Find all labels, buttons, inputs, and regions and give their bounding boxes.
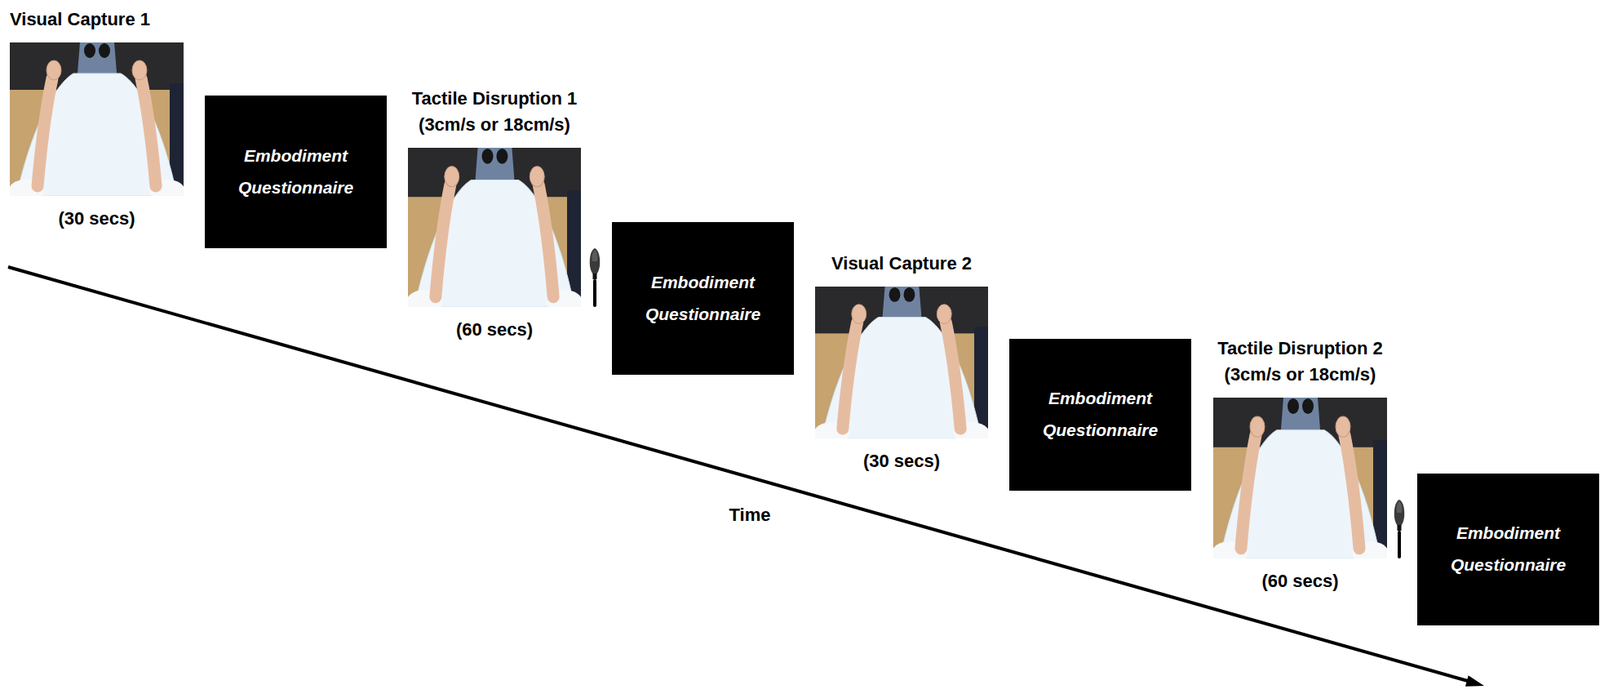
duration-label: (30 secs) <box>863 450 940 472</box>
participant-photo <box>406 147 583 314</box>
questionnaire-label: Embodiment Questionnaire <box>1417 517 1600 581</box>
stage-panel: Visual Capture 2(30 secs) <box>815 286 989 439</box>
axis-label: Time <box>729 504 772 526</box>
participant-photo <box>813 286 990 445</box>
stage-panel: Tactile Disruption 1(3cm/s or 18cm/s)(60… <box>407 147 581 307</box>
duration-label: (30 secs) <box>57 208 135 230</box>
participant-photo <box>1211 397 1389 565</box>
participant-photo <box>8 42 186 203</box>
questionnaire-box: Embodiment Questionnaire <box>204 95 387 249</box>
speed-label: (3cm/s or 18cm/s) <box>1217 361 1383 388</box>
questionnaire-box: Embodiment Questionnaire <box>1417 473 1600 625</box>
stage-panel: Visual Capture 1(30 secs) <box>9 42 184 196</box>
questionnaire-label: Embodiment Questionnaire <box>1009 382 1192 447</box>
stage-title: Visual Capture 2 <box>831 250 972 277</box>
stage-heading: Visual Capture 1 <box>9 6 151 33</box>
questionnaire-box: Embodiment Questionnaire <box>611 221 794 375</box>
questionnaire-label: Embodiment Questionnaire <box>611 266 794 331</box>
stage-title: Tactile Disruption 2 <box>1217 335 1383 362</box>
duration-label: (60 secs) <box>456 319 533 341</box>
brush-icon <box>589 248 601 307</box>
time-arrowhead <box>1465 674 1485 686</box>
stage-title: Visual Capture 1 <box>9 6 151 33</box>
stage-title: Tactile Disruption 1 <box>412 85 578 112</box>
stage-panel: Tactile Disruption 2(3cm/s or 18cm/s)(60… <box>1213 397 1388 559</box>
stage-heading: Visual Capture 2 <box>831 250 972 277</box>
stage-heading: Tactile Disruption 1(3cm/s or 18cm/s) <box>412 85 578 138</box>
duration-label: (60 secs) <box>1261 570 1339 592</box>
questionnaire-label: Embodiment Questionnaire <box>204 140 387 204</box>
brush-icon <box>1394 499 1405 559</box>
stage-heading: Tactile Disruption 2(3cm/s or 18cm/s) <box>1217 335 1383 388</box>
questionnaire-box: Embodiment Questionnaire <box>1009 338 1192 491</box>
speed-label: (3cm/s or 18cm/s) <box>412 111 578 138</box>
